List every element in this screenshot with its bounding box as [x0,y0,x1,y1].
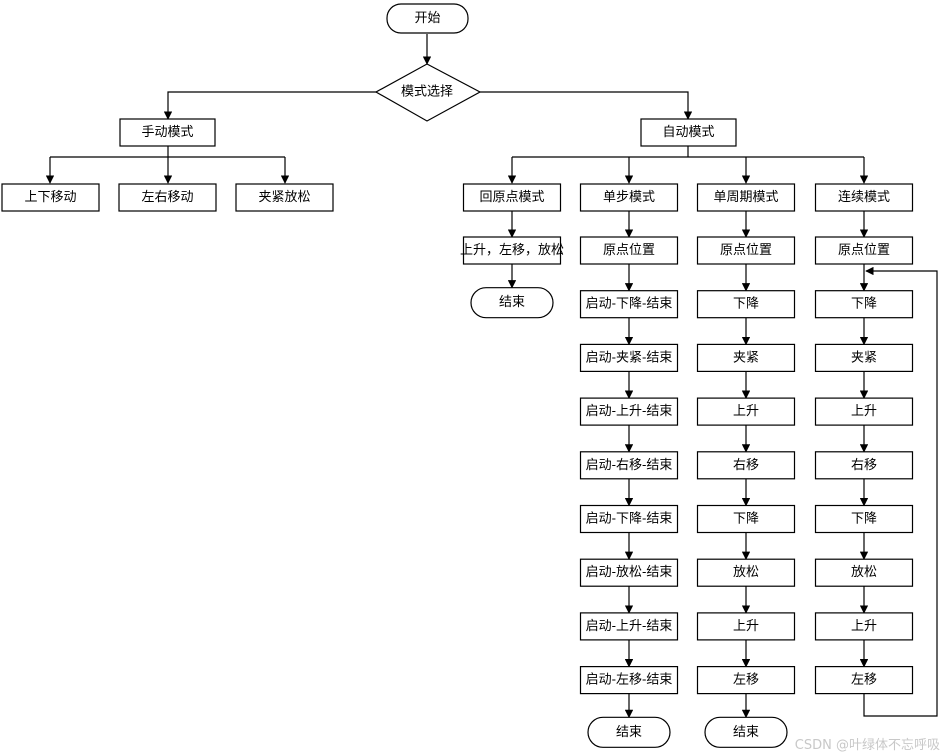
process-step: 放松 [696,558,796,587]
process-step-label: 左移 [733,673,759,688]
process-step-label: 上升 [851,619,877,634]
process-step: 启动-下降-结束 [579,290,679,319]
auto-column-title: 单步模式 [579,183,679,212]
auto-mode-label: 自动模式 [662,125,714,140]
decision-label: 模式选择 [401,85,453,100]
manual-mode-label: 手动模式 [141,125,193,140]
auto-column-title-label: 回原点模式 [479,190,544,205]
process-step: 启动-上升-结束 [579,612,679,641]
watermark: CSDN @叶绿体不忘呼吸 [794,738,940,753]
process-step-label: 下降 [851,512,877,527]
process-step-label: 原点位置 [838,243,890,258]
process-step-label: 启动-左移-结束 [586,673,673,688]
process-step: 启动-右移-结束 [579,451,679,480]
end-label: 结束 [499,295,525,310]
process-step: 上升，左移，放松 [460,236,564,265]
process-step: 启动-左移-结束 [579,665,679,695]
manual-item: 左右移动 [118,183,217,212]
process-step-label: 夹紧 [851,350,877,365]
connectors [45,34,869,184]
process-step: 下降 [696,290,796,319]
manual-item-label: 左右移动 [141,190,193,205]
manual-item-label: 上下移动 [24,190,76,205]
auto-column-title: 回原点模式 [462,183,562,212]
process-step-label: 原点位置 [603,243,655,258]
process-step-label: 上升 [733,619,759,634]
process-step-label: 上升 [851,404,877,419]
process-step-label: 放松 [733,565,759,580]
auto-column-title: 单周期模式 [696,183,796,212]
process-step-label: 启动-放松-结束 [586,565,673,580]
process-step-label: 放松 [851,565,877,580]
end-terminal: 结束 [470,287,554,319]
process-step: 原点位置 [696,236,796,265]
start-label: 开始 [414,11,440,26]
process-step: 夹紧 [696,343,796,372]
process-step: 右移 [696,451,796,480]
process-step-label: 启动-夹紧-结束 [586,350,673,365]
column-arrows [507,211,869,719]
process-step-label: 启动-右移-结束 [586,458,673,473]
process-step-label: 上升 [733,404,759,419]
start-terminal: 开始 [386,3,469,34]
process-step: 启动-上升-结束 [579,397,679,426]
process-step: 启动-下降-结束 [579,504,679,534]
process-step: 启动-夹紧-结束 [579,343,679,372]
process-step: 左移 [696,665,796,695]
auto-column-title: 连续模式 [814,183,914,212]
process-step-label: 原点位置 [720,243,772,258]
end-label: 结束 [616,725,642,740]
process-step: 上升 [814,397,914,426]
process-step-label: 启动-上升-结束 [586,404,673,419]
auto-columns: 回原点模式上升，左移，放松结束单步模式原点位置启动-下降-结束启动-夹紧-结束启… [460,183,914,748]
process-step: 上升 [696,612,796,641]
end-terminal: 结束 [587,716,671,748]
process-step-label: 启动-下降-结束 [586,512,673,527]
process-step: 左移 [814,665,914,695]
manual-item: 夹紧放松 [235,183,334,212]
process-step-label: 启动-下降-结束 [586,297,673,312]
process-step: 启动-放松-结束 [579,558,679,587]
process-step-label: 下降 [733,512,759,527]
auto-column-title-label: 单周期模式 [713,190,778,205]
process-step: 原点位置 [814,236,914,265]
process-step-label: 下降 [851,297,877,312]
manual-mode-box: 手动模式 [119,118,216,147]
process-step-label: 右移 [733,458,759,473]
process-step: 右移 [814,451,914,480]
process-step-label: 右移 [851,458,877,473]
manual-item: 上下移动 [1,183,100,212]
manual-item-label: 夹紧放松 [258,190,310,205]
process-step: 下降 [814,290,914,319]
process-step: 夹紧 [814,343,914,372]
auto-mode-box: 自动模式 [640,118,737,147]
auto-column-title-label: 单步模式 [603,190,655,205]
process-step-label: 左移 [851,673,877,688]
process-step: 上升 [696,397,796,426]
process-step-label: 夹紧 [733,350,759,365]
end-terminal: 结束 [704,716,788,748]
process-step: 放松 [814,558,914,587]
process-step-label: 上升，左移，放松 [460,243,564,258]
end-label: 结束 [733,725,759,740]
process-step: 下降 [814,504,914,534]
process-step: 下降 [696,504,796,534]
mode-decision: 模式选择 [374,63,482,122]
loop-back-arrow [863,266,938,717]
process-step-label: 下降 [733,297,759,312]
auto-column-title-label: 连续模式 [838,189,890,205]
process-step: 原点位置 [579,236,679,265]
process-step-label: 启动-上升-结束 [586,619,673,634]
process-step: 上升 [814,612,914,641]
